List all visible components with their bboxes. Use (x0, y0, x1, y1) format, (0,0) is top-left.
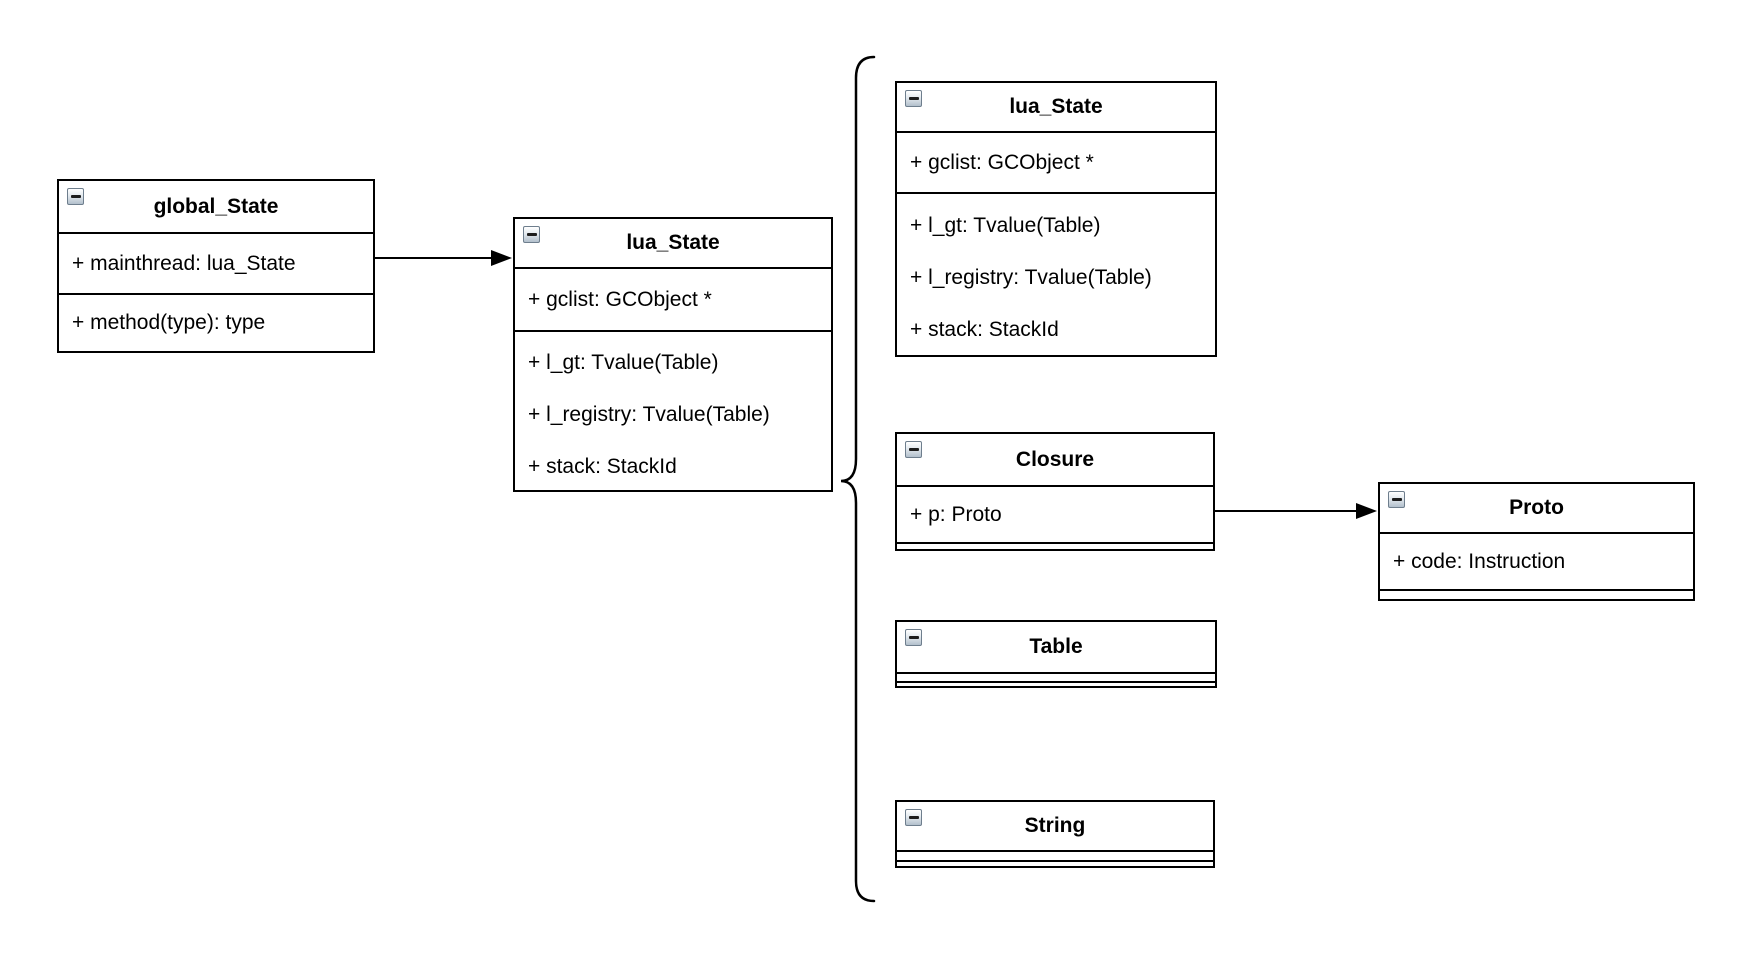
attributes-compartment-empty (897, 672, 1215, 681)
class-title-row: Proto (1380, 484, 1693, 532)
methods-compartment-empty (1380, 589, 1693, 599)
collapse-minus-icon[interactable] (523, 226, 540, 243)
class-box-string[interactable]: String (895, 800, 1215, 868)
class-title: global_State (153, 194, 279, 218)
attribute-row[interactable]: + gclist: GCObject * (910, 150, 1094, 174)
attributes-compartment: + mainthread: lua_State (59, 232, 373, 293)
collapse-minus-icon[interactable] (905, 441, 922, 458)
methods-compartment-empty (897, 681, 1215, 686)
class-box-closure[interactable]: Closure + p: Proto (895, 432, 1215, 551)
attribute-row[interactable]: + gclist: GCObject * (528, 287, 712, 311)
arrowhead-icon (1356, 503, 1377, 519)
collapse-minus-icon[interactable] (67, 188, 84, 205)
arrow-closure-to-proto[interactable] (1215, 503, 1377, 519)
class-box-lua-state-thread[interactable]: lua_State + gclist: GCObject * + l_gt: T… (895, 81, 1217, 357)
grouping-brace[interactable] (840, 55, 876, 903)
minus-bar (908, 97, 919, 100)
collapse-minus-icon[interactable] (905, 90, 922, 107)
class-title-row: Table (897, 622, 1215, 672)
class-box-global-state[interactable]: global_State + mainthread: lua_State + m… (57, 179, 375, 353)
attribute-row[interactable]: + p: Proto (910, 502, 1002, 526)
attribute-row[interactable]: + l_registry: Tvalue(Table) (910, 266, 1152, 289)
class-box-table[interactable]: Table (895, 620, 1217, 688)
class-title-row: lua_State (515, 219, 831, 267)
attribute-row[interactable]: + stack: StackId (910, 318, 1059, 341)
methods-compartment-empty (897, 860, 1213, 866)
attributes-compartment: + p: Proto (897, 485, 1213, 542)
arrow-global-state-to-lua-state[interactable] (375, 250, 512, 266)
collapse-minus-icon[interactable] (905, 629, 922, 646)
methods-compartment-empty (897, 542, 1213, 549)
class-box-lua-state-main[interactable]: lua_State + gclist: GCObject * + l_gt: T… (513, 217, 833, 492)
class-title: Table (1029, 635, 1083, 658)
class-title: Closure (1015, 447, 1095, 471)
attribute-row[interactable]: + stack: StackId (528, 455, 677, 478)
methods-compartment: + method(type): type (59, 293, 373, 351)
attributes-compartment: + l_gt: Tvalue(Table) + l_registry: Tval… (897, 192, 1215, 355)
minus-bar (908, 636, 919, 639)
attribute-row[interactable]: + mainthread: lua_State (72, 251, 296, 275)
class-title: lua_State (626, 231, 720, 254)
attributes-compartment: + l_gt: Tvalue(Table) + l_registry: Tval… (515, 330, 831, 490)
class-title-row: Closure (897, 434, 1213, 485)
attributes-compartment: + code: Instruction (1380, 532, 1693, 589)
attribute-row[interactable]: + l_registry: Tvalue(Table) (528, 403, 770, 426)
class-title: Proto (1509, 496, 1564, 519)
attributes-compartment: + gclist: GCObject * (897, 131, 1215, 192)
minus-bar (908, 448, 919, 451)
minus-bar (70, 195, 81, 198)
minus-bar (908, 816, 919, 819)
minus-bar (526, 233, 537, 236)
class-title-row: global_State (59, 181, 373, 232)
class-box-proto[interactable]: Proto + code: Instruction (1378, 482, 1695, 601)
collapse-minus-icon[interactable] (1388, 491, 1405, 508)
class-title-row: lua_State (897, 83, 1215, 131)
collapse-minus-icon[interactable] (905, 809, 922, 826)
attribute-row[interactable]: + l_gt: Tvalue(Table) (910, 214, 1101, 237)
attributes-compartment-empty (897, 850, 1213, 860)
class-title: lua_State (1009, 95, 1103, 118)
attribute-row[interactable]: + method(type): type (72, 311, 266, 334)
arrowhead-icon (491, 250, 512, 266)
class-title-row: String (897, 802, 1213, 850)
attribute-row[interactable]: + l_gt: Tvalue(Table) (528, 351, 719, 374)
attribute-row[interactable]: + code: Instruction (1393, 549, 1566, 573)
class-title: String (1024, 814, 1086, 837)
minus-bar (1391, 498, 1402, 501)
attributes-compartment: + gclist: GCObject * (515, 267, 831, 330)
